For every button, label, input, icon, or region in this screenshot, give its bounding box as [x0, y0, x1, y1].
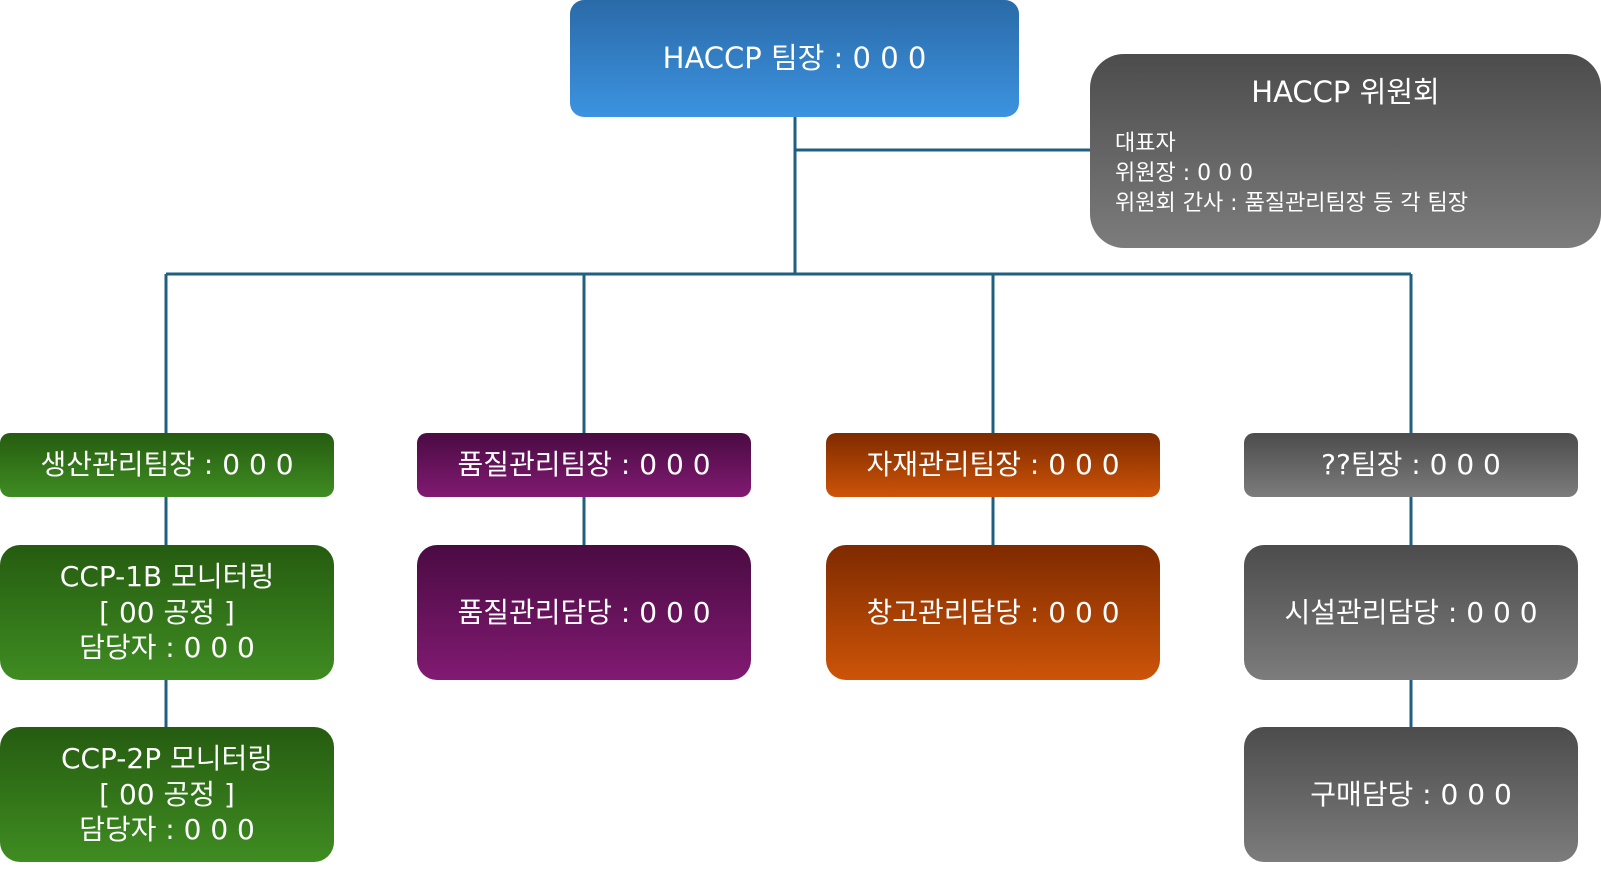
production-team-leader-box: 생산관리팀장 : 0 0 0 [0, 433, 334, 497]
purchasing-staff-box: 구매담당 : 0 0 0 [1244, 727, 1578, 862]
ccp-2p-title: CCP-2P 모니터링 [60, 741, 274, 775]
haccp-committee-members: 대표자 위원장 : 0 0 0 위원회 간사 : 품질관리팀장 등 각 팀장 [1115, 129, 1468, 219]
warehouse-staff-box: 창고관리담당 : 0 0 0 [826, 545, 1160, 680]
haccp-team-leader-label: HACCP 팀장 : 0 0 0 [662, 40, 927, 75]
committee-secretary: 위원회 간사 : 품질관리팀장 등 각 팀장 [1115, 190, 1468, 216]
materials-team-leader-box: 자재관리팀장 : 0 0 0 [826, 433, 1160, 497]
ccp-2p-manager: 담당자 : 0 0 0 [79, 813, 255, 847]
warehouse-staff-label: 창고관리담당 : 0 0 0 [866, 595, 1120, 629]
unnamed-team-leader-label: ??팀장 : 0 0 0 [1321, 448, 1501, 482]
facilities-staff-label: 시설관리담당 : 0 0 0 [1284, 595, 1538, 629]
purchasing-staff-label: 구매담당 : 0 0 0 [1310, 777, 1512, 811]
quality-team-leader-box: 품질관리팀장 : 0 0 0 [417, 433, 751, 497]
ccp-2p-monitoring-box: CCP-2P 모니터링 [ 00 공정 ] 담당자 : 0 0 0 [0, 727, 334, 862]
haccp-committee-title: HACCP 위원회 [1251, 75, 1440, 109]
committee-representative: 대표자 [1115, 131, 1176, 157]
quality-team-leader-label: 품질관리팀장 : 0 0 0 [457, 448, 711, 482]
ccp-1b-manager: 담당자 : 0 0 0 [79, 631, 255, 665]
ccp-1b-process: [ 00 공정 ] [99, 595, 235, 629]
haccp-team-leader-box: HACCP 팀장 : 0 0 0 [570, 0, 1019, 117]
unnamed-team-leader-box: ??팀장 : 0 0 0 [1244, 433, 1578, 497]
facilities-staff-box: 시설관리담당 : 0 0 0 [1244, 545, 1578, 680]
ccp-1b-monitoring-box: CCP-1B 모니터링 [ 00 공정 ] 담당자 : 0 0 0 [0, 545, 334, 680]
ccp-1b-title: CCP-1B 모니터링 [59, 559, 275, 593]
quality-staff-box: 품질관리담당 : 0 0 0 [417, 545, 751, 680]
ccp-2p-process: [ 00 공정 ] [99, 777, 235, 811]
materials-team-leader-label: 자재관리팀장 : 0 0 0 [866, 448, 1120, 482]
quality-staff-label: 품질관리담당 : 0 0 0 [457, 595, 711, 629]
production-team-leader-label: 생산관리팀장 : 0 0 0 [40, 448, 294, 482]
committee-chair: 위원장 : 0 0 0 [1115, 161, 1254, 187]
haccp-committee-box: HACCP 위원회 대표자 위원장 : 0 0 0 위원회 간사 : 품질관리팀… [1090, 54, 1601, 248]
